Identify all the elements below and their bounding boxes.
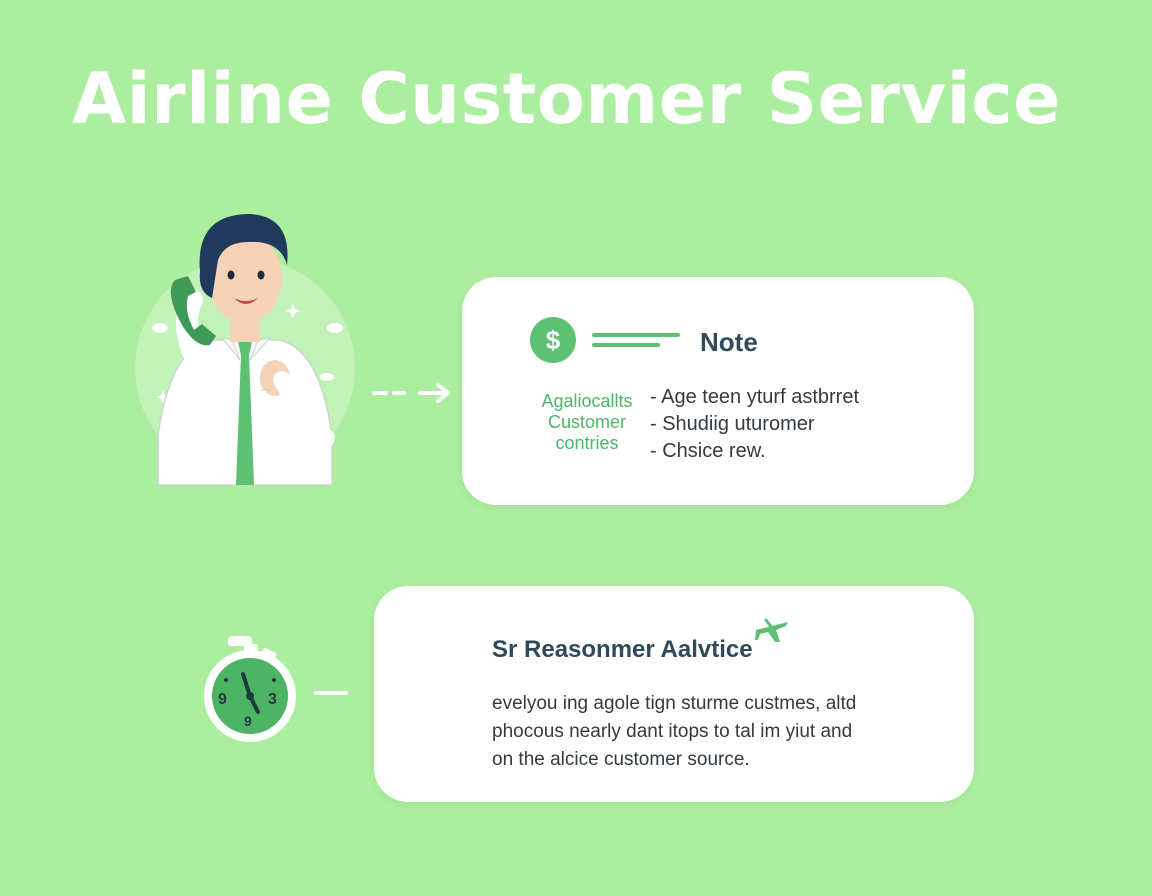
- airplane-icon: [755, 618, 788, 642]
- note-bullet-list: - Age teen yturf astbrret - Shudiig utur…: [650, 384, 859, 465]
- note-title: Note: [700, 327, 758, 357]
- advice-body: evelyou ing agole tign sturme custmes, a…: [492, 693, 857, 770]
- svg-text:9: 9: [218, 691, 227, 708]
- arrow-connector: [372, 383, 450, 403]
- list-item: - Age teen yturf astbrret: [650, 386, 859, 408]
- list-item: - Chsice rew.: [650, 440, 766, 462]
- page-title: Airline Customer Service: [72, 58, 1062, 140]
- dollar-icon: $: [530, 317, 576, 363]
- advice-card: Sr Reasonmer Aalvtice evelyou ing agole …: [374, 586, 974, 802]
- category-label: Agaliocallts Customer contries: [541, 391, 633, 453]
- dash-connector: [314, 691, 348, 695]
- svg-text:3: 3: [268, 691, 277, 708]
- stopwatch-icon: 9 3 9: [204, 636, 296, 742]
- decorative-lines: [592, 333, 680, 347]
- svg-text:9: 9: [244, 713, 252, 729]
- list-item: - Shudiig uturomer: [650, 413, 815, 435]
- advice-title: Sr Reasonmer Aalvtice: [492, 636, 753, 663]
- agent-on-phone-illustration: [135, 214, 355, 486]
- note-card: $ Note Agaliocallts Customer contries - …: [462, 277, 974, 505]
